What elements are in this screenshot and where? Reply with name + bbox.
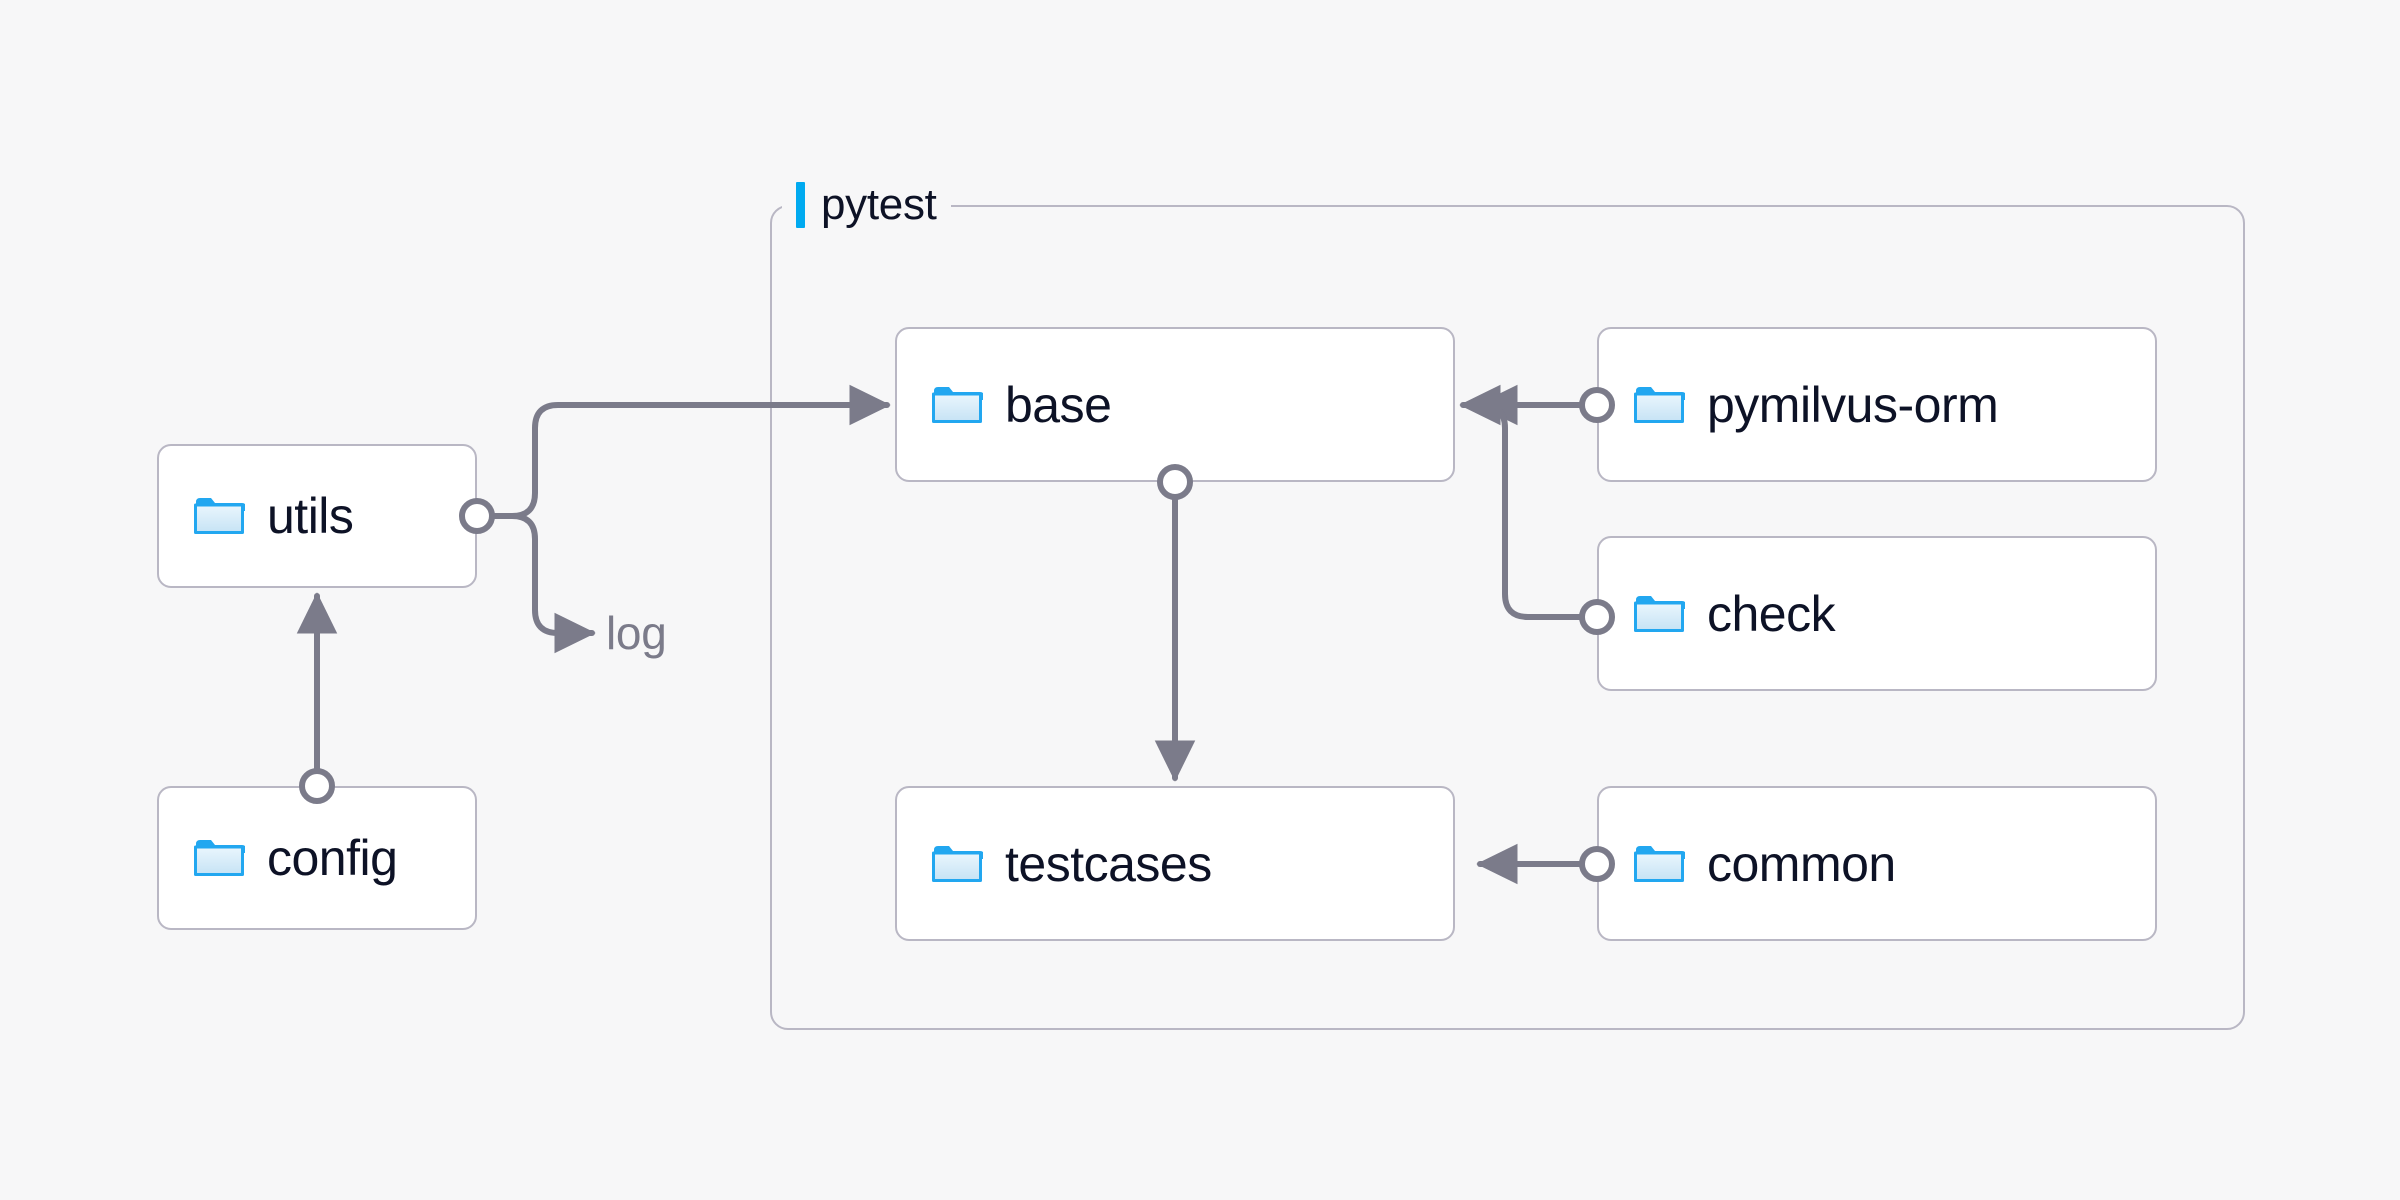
- node-check[interactable]: check: [1597, 536, 2157, 691]
- node-label-config: config: [267, 830, 398, 886]
- pytest-group-header[interactable]: pytest: [782, 176, 951, 234]
- node-pymilvus-orm[interactable]: pymilvus-orm: [1597, 327, 2157, 482]
- node-content: utils: [159, 488, 354, 544]
- edge-utils-to-base[interactable]: [474, 384, 891, 519]
- pytest-group-title: pytest: [821, 180, 937, 229]
- edge-check-to-base[interactable]: [1459, 384, 1600, 620]
- folder-icon: [1634, 595, 1685, 632]
- node-content: common: [1599, 839, 1896, 889]
- node-content: base: [897, 376, 1112, 433]
- node-base[interactable]: base: [895, 327, 1455, 482]
- node-label-testcases: testcases: [1005, 835, 1212, 892]
- node-testcases[interactable]: testcases: [895, 786, 1455, 941]
- node-content: testcases: [897, 839, 1212, 889]
- folder-icon: [1634, 386, 1685, 423]
- pytest-group-frame[interactable]: [770, 205, 2245, 1030]
- folder-icon: [1634, 845, 1685, 882]
- accent-bar-icon: [796, 182, 805, 228]
- folder-icon: [932, 845, 983, 882]
- node-common[interactable]: common: [1597, 786, 2157, 941]
- folder-icon: [194, 840, 245, 876]
- node-label-pymilvus-orm: pymilvus-orm: [1707, 376, 1999, 433]
- node-label-base: base: [1005, 376, 1112, 433]
- node-content: config: [159, 830, 398, 886]
- node-utils[interactable]: utils: [157, 444, 477, 588]
- node-config[interactable]: config: [157, 786, 477, 930]
- edge-utils-to-log[interactable]: [474, 513, 596, 654]
- node-content: check: [1599, 585, 1836, 642]
- node-label-common: common: [1707, 835, 1896, 892]
- folder-icon: [932, 386, 983, 423]
- node-label-check: check: [1707, 585, 1836, 642]
- folder-icon: [194, 498, 245, 534]
- node-content: pymilvus-orm: [1599, 376, 1999, 433]
- node-label-utils: utils: [267, 488, 354, 544]
